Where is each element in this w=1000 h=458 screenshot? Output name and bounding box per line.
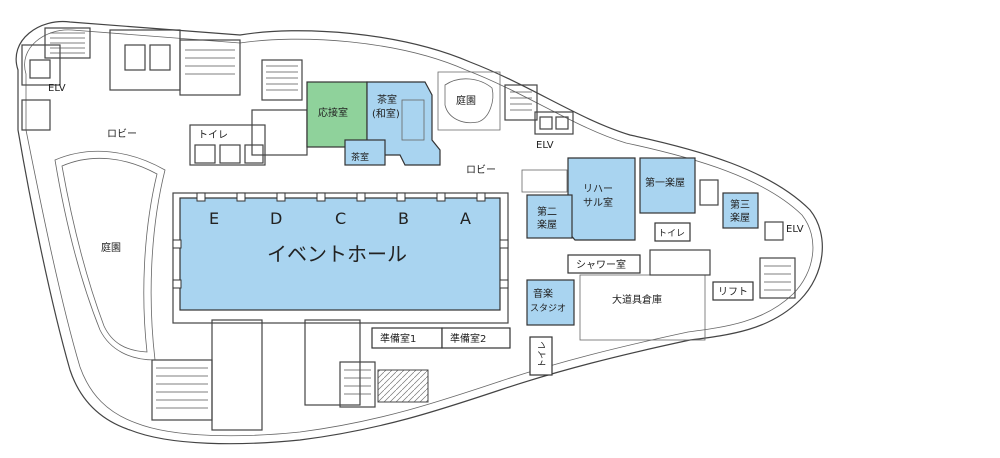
reception-room[interactable] xyxy=(306,81,368,148)
label-tea-room-small: 茶室 xyxy=(351,151,369,163)
label-green-room-1: 第一楽屋 xyxy=(645,176,685,189)
toilet-right-area[interactable] xyxy=(654,222,691,242)
label-green-room-3b: 楽屋 xyxy=(730,211,750,224)
stair-center-top xyxy=(251,59,308,156)
lift-room[interactable] xyxy=(712,281,754,301)
label-reception: 応接室 xyxy=(318,106,348,119)
label-hall-a: A xyxy=(460,209,471,228)
toilet-top-area xyxy=(189,124,266,166)
label-toilet-top: トイレ xyxy=(198,130,228,141)
elevator-block-right xyxy=(649,179,796,299)
labels: ELV ロビー 庭園 トイレ 応接室 茶室 (和室) 茶室 庭園 ロビー ELV… xyxy=(48,83,804,368)
storage-room[interactable] xyxy=(579,274,706,341)
label-green-room-2a: 第二 xyxy=(537,205,557,218)
event-hall[interactable] xyxy=(179,197,501,311)
label-rehearsal-2: サル室 xyxy=(583,196,613,209)
label-green-room-2b: 楽屋 xyxy=(537,218,557,231)
label-prep-room-2: 準備室2 xyxy=(450,332,486,345)
label-hall-e: E xyxy=(209,209,219,228)
label-rehearsal-1: リハー xyxy=(583,184,613,195)
label-toilet-bottom: トイレ xyxy=(538,341,548,368)
green-room-1[interactable] xyxy=(639,157,696,214)
label-lift: リフト xyxy=(718,287,748,298)
label-garden-left: 庭園 xyxy=(101,241,121,254)
garden-top-area xyxy=(437,71,501,131)
green-room-2[interactable] xyxy=(526,194,573,239)
label-hall-b: B xyxy=(398,209,409,228)
label-hall-d: D xyxy=(270,209,282,228)
label-garden-top: 庭園 xyxy=(456,94,476,107)
tea-room-small[interactable] xyxy=(344,139,386,166)
label-toilet-right: トイレ xyxy=(658,229,685,239)
label-green-room-3a: 第三 xyxy=(730,198,750,211)
label-event-hall: イベントホール xyxy=(267,242,407,266)
toilet-bottom-area[interactable] xyxy=(529,336,553,376)
label-shower: シャワー室 xyxy=(576,258,626,271)
label-tea-room-1: 茶室 xyxy=(377,93,397,106)
label-tea-room-2: (和室) xyxy=(372,107,400,120)
lower-left-stairs xyxy=(151,319,429,431)
label-storage: 大道具倉庫 xyxy=(612,293,662,306)
label-prep-room-1: 準備室1 xyxy=(380,332,416,345)
garden-left-area xyxy=(54,150,166,361)
music-studio[interactable] xyxy=(526,279,575,326)
label-elv-center: ELV xyxy=(536,140,554,151)
prep-room-2[interactable] xyxy=(441,327,511,349)
label-music-studio-2: スタジオ xyxy=(530,303,566,314)
green-room-3[interactable] xyxy=(722,192,759,229)
label-elv-right: ELV xyxy=(786,224,804,235)
label-elv-left: ELV xyxy=(48,83,66,94)
label-lobby-left: ロビー xyxy=(107,128,137,140)
event-hall-area xyxy=(172,192,509,324)
elevator-block-center xyxy=(504,84,574,135)
label-hall-c: C xyxy=(335,209,346,228)
building-outline xyxy=(15,20,823,445)
label-lobby-center: ロビー xyxy=(466,164,496,176)
label-music-studio-1: 音楽 xyxy=(533,287,553,300)
elevator-block-left xyxy=(21,27,241,131)
shower-room[interactable] xyxy=(567,254,641,274)
